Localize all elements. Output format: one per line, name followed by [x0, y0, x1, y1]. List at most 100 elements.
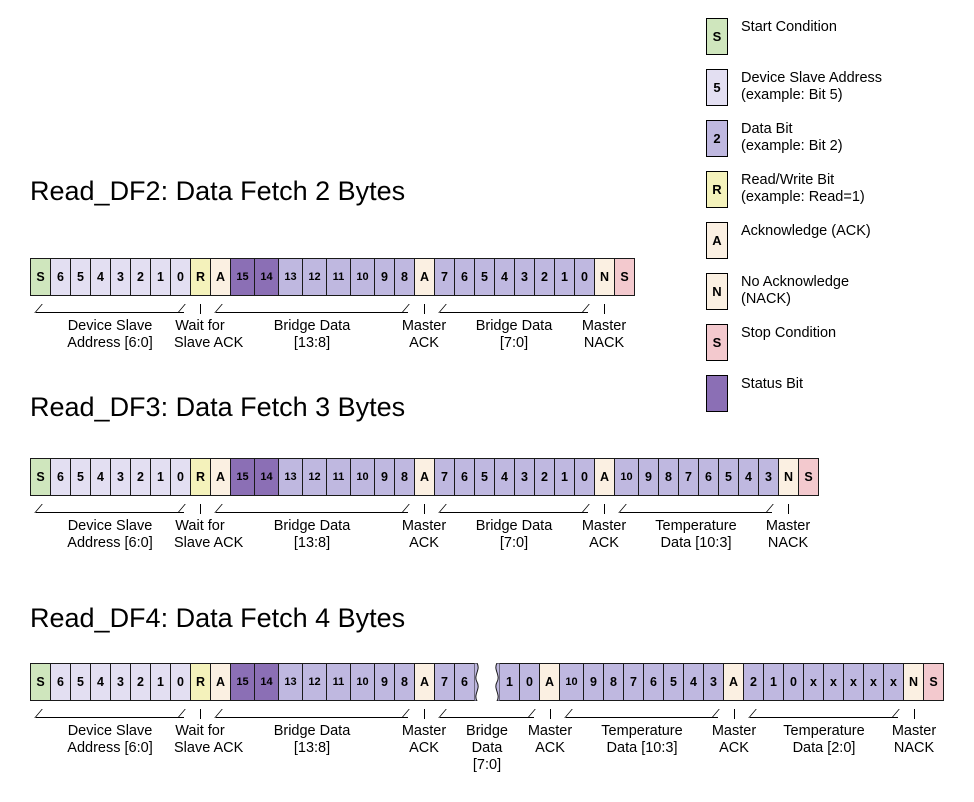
legend-label-line1: Read/Write Bit	[741, 172, 835, 188]
bit-cell-data: 6	[643, 663, 664, 701]
group-brace	[398, 709, 450, 720]
group-label-line: Master	[891, 723, 937, 739]
group-brace	[194, 709, 430, 720]
bit-cell-addr: 6	[50, 258, 71, 296]
bit-cell-status: 15	[230, 663, 255, 701]
bit-cell-data: 1	[763, 663, 784, 701]
bit-cell-data: 12	[302, 458, 327, 496]
bit-cell-data: 9	[374, 663, 395, 701]
bit-cell-data: 8	[394, 663, 415, 701]
group-label-line: Temperature	[655, 518, 737, 534]
legend-label-line1: Device Slave Address	[741, 70, 883, 86]
bit-cell-addr: 2	[130, 458, 151, 496]
bit-cell-ack: A	[414, 458, 435, 496]
group-label-line: Bridge Data	[273, 518, 351, 534]
group-label-line: Address [6:0]	[67, 335, 153, 351]
group-0-2: Bridge Data[13:8]	[194, 304, 430, 352]
bit-cell-data: 2	[534, 258, 555, 296]
group-label-line: Device Slave	[67, 723, 153, 739]
bit-cell-ack: A	[210, 458, 231, 496]
legend-label-address: Device Slave Address(example: Bit 5)	[741, 69, 882, 104]
group-label-text: Bridge Data[13:8]	[194, 318, 430, 352]
bit-cell-start: S	[30, 258, 51, 296]
diagram-title-1: Read_DF3: Data Fetch 3 Bytes	[30, 392, 406, 422]
bit-cell-data: 6	[454, 458, 475, 496]
group-brace	[14, 504, 206, 515]
group-label-line: Master	[401, 318, 447, 334]
bit-cell-status: 14	[254, 663, 279, 701]
group-brace	[578, 504, 630, 515]
bit-cell-ack: A	[210, 258, 231, 296]
group-brace	[194, 504, 430, 515]
group-brace	[14, 304, 206, 315]
group-brace	[598, 504, 794, 515]
bit-cell-data: 2	[534, 458, 555, 496]
group-label-line: Device Slave	[67, 318, 153, 334]
group-label-line: Slave ACK	[174, 335, 244, 351]
bit-cell-data: 10	[614, 458, 639, 496]
bit-cell-data: 0	[574, 458, 595, 496]
diagram-title-0: Read_DF2: Data Fetch 2 Bytes	[30, 176, 406, 206]
bit-cell-data: 1	[554, 258, 575, 296]
bit-cell-addr: 1	[150, 663, 171, 701]
bit-cell-data: 10	[559, 663, 584, 701]
group-brace	[524, 709, 576, 720]
group-label-line: [7:0]	[499, 335, 529, 351]
bit-cell-addr: 5	[70, 258, 91, 296]
group-brace	[398, 504, 450, 515]
bit-cell-start: S	[30, 663, 51, 701]
bit-cell-data: 3	[758, 458, 779, 496]
group-label-line: [7:0]	[472, 757, 502, 773]
bit-cell-addr: 3	[110, 663, 131, 701]
bit-cell-stop: S	[798, 458, 819, 496]
bit-cell-data: 0	[783, 663, 804, 701]
group-brace	[888, 709, 940, 720]
legend-label-line2: (example: Bit 5)	[741, 87, 843, 103]
group-brace	[194, 304, 430, 315]
bit-cell-data: 1	[554, 458, 575, 496]
legend-label-line1: Status Bit	[741, 376, 804, 392]
group-label-line: Slave ACK	[174, 535, 244, 551]
group-label-line: Bridge	[466, 723, 508, 739]
bit-cell-data: 8	[394, 458, 415, 496]
bit-cell-data: 5	[718, 458, 739, 496]
bit-cell-nack: N	[903, 663, 924, 701]
group-label-line: Master	[711, 723, 757, 739]
bit-cell-data: x	[803, 663, 824, 701]
bit-cell-data: x	[823, 663, 844, 701]
group-brace	[544, 709, 740, 720]
bit-cell-addr: 2	[130, 258, 151, 296]
group-brace	[398, 304, 450, 315]
bit-cell-addr: 3	[110, 258, 131, 296]
group-label-line: Wait for	[175, 318, 225, 334]
legend-swatch-stop: S	[706, 324, 728, 361]
legend-label-line2: (NACK)	[741, 291, 791, 307]
group-label-line: [13:8]	[293, 535, 331, 551]
group-1-2: Bridge Data[13:8]	[194, 504, 430, 552]
group-label-text: Bridge Data[13:8]	[194, 518, 430, 552]
legend-swatch-ack: A	[706, 222, 728, 259]
legend-swatch-status	[706, 375, 728, 412]
bit-cell-data: 1	[499, 663, 520, 701]
bit-cell-data: 5	[474, 258, 495, 296]
bit-cell-ack: A	[594, 458, 615, 496]
group-label-line: Master	[581, 518, 627, 534]
bit-cell-start: S	[30, 458, 51, 496]
